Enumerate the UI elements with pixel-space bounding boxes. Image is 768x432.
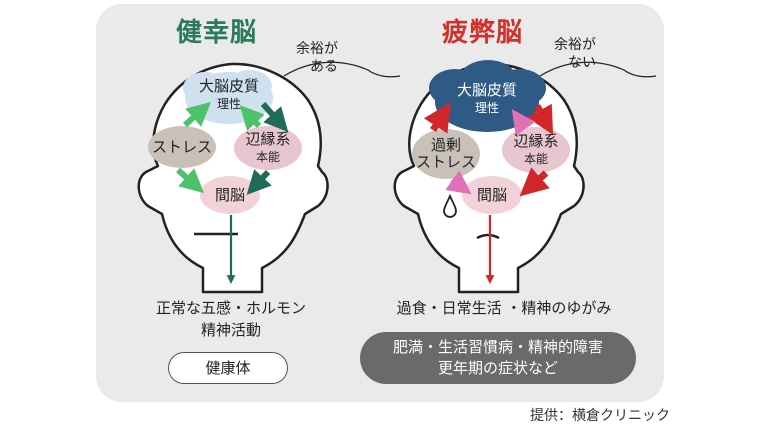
left-cortex-label: 大脳皮質 理性 [189,78,269,113]
left-outcome-line2: 精神活動 [200,321,261,339]
right-note: 余裕が ない [554,36,596,72]
right-note-line [539,61,657,78]
sweat-drop-icon [443,193,457,218]
left-hypothalamus-shape [200,176,260,214]
right-stress-label: 過剰 ストレス [410,137,482,171]
right-arrow-cortex-to-limbic [527,103,554,136]
right-arrow-limbic-to-hypothalamus [519,167,550,197]
left-arrow-stress-to-cortex [183,101,212,128]
right-limbic-shape [502,127,570,173]
right-stress-line2: ストレス [415,153,476,171]
unhealthy-result-line1: 肥満・生活習慣病・精神的障害 [392,338,603,356]
right-hypothalamus-shape [462,176,522,214]
left-limbic-title: 辺縁系 [245,130,291,148]
left-stress-label: ストレス [151,138,212,156]
healthy-result-pill: 健康体 [168,352,288,384]
right-limbic-title: 辺縁系 [513,132,559,150]
left-note-line [283,61,401,78]
right-note-line2: ない [568,55,596,71]
right-limbic-sub: 本能 [523,152,548,166]
left-outcome-line1: 正常な五感・ホルモン [155,299,306,317]
left-note-line1: 余裕が [296,41,338,57]
right-cortex-shape [429,60,546,132]
credit-text: 提供：横倉クリニック [530,408,670,424]
left-arrow-limbic-to-hypothalamus [246,169,272,195]
left-note: 余裕が ある [296,40,338,76]
right-stress-shape [412,129,480,179]
left-cortex-sub: 理性 [216,97,241,111]
right-title: 疲弊脳 [442,18,524,48]
right-cortex-title: 大脳皮質 [456,81,517,99]
right-mouth [476,233,500,240]
right-arrow-limbic-to-cortex [511,109,536,136]
right-hypothalamus-label: 間脳 [476,186,507,204]
right-arrow-stress-to-cortex [423,102,451,134]
left-arrow-limbic-to-cortex [239,105,265,131]
right-stress-line1: 過剰 [430,136,461,154]
left-hypothalamus-label: 間脳 [214,186,245,204]
left-arrow-stress-to-hypothalamus [176,167,205,194]
left-stress-shape [148,126,216,168]
left-title: 健幸脳 [176,18,258,48]
left-limbic-label: 辺縁系 本能 [234,131,302,166]
right-cortex-sub: 理性 [474,101,499,115]
left-limbic-sub: 本能 [255,150,280,164]
left-arrow-cortex-to-limbic [260,101,289,133]
right-outcome: 過食・日常生活 ・精神のゆがみ [396,299,612,317]
right-note-line1: 余裕が [554,37,596,53]
unhealthy-result-line2: 更年期の症状など [437,359,558,377]
right-limbic-label: 辺縁系 本能 [502,133,570,168]
left-cortex-title: 大脳皮質 [198,77,259,95]
right-arrow-stress-to-hypothalamus [445,170,472,195]
left-outcome: 正常な五感・ホルモン 精神活動 [134,297,328,341]
left-limbic-shape [234,126,302,170]
right-cortex-label: 大脳皮質 理性 [447,82,527,117]
unhealthy-result-pill: 肥満・生活習慣病・精神的障害 更年期の症状など [360,332,636,384]
left-note-line2: ある [310,59,338,75]
